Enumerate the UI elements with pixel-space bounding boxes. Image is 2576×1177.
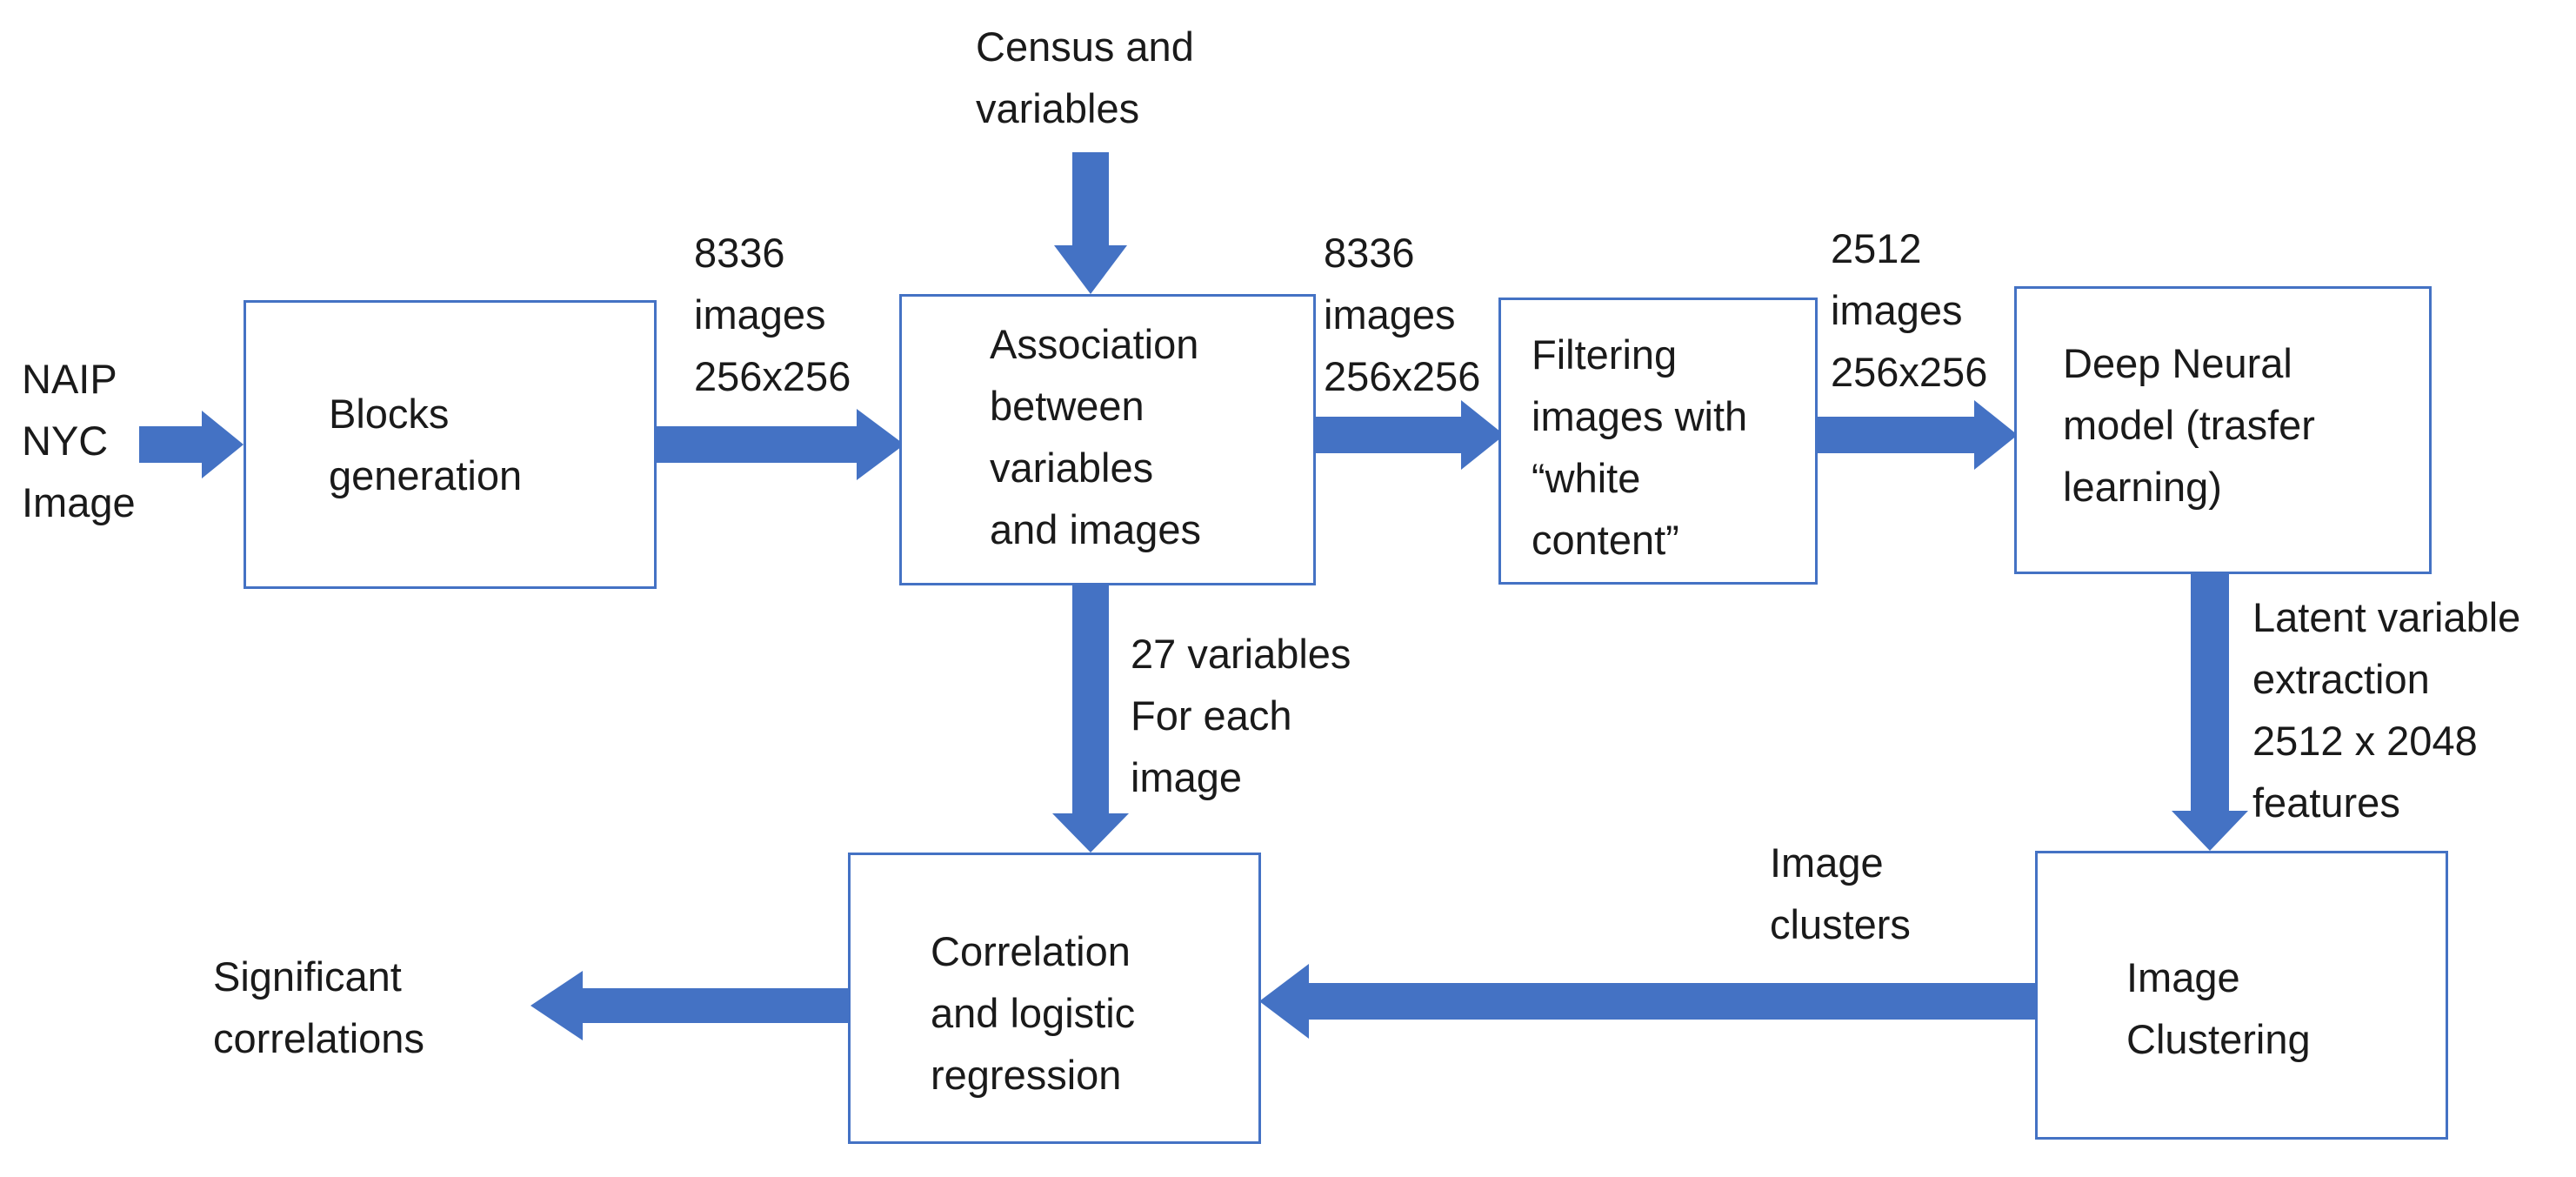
blocks-generation-box: [244, 300, 657, 589]
arrow-filtering-to-dnn: [1818, 400, 2018, 470]
arrow-census-to-association: [1054, 152, 1127, 294]
image-clustering-label: Image Clustering: [2126, 954, 2311, 1062]
edge-label-association-to-correlation: 27 variables For each image: [1131, 631, 1351, 800]
arrow-dnn-to-clustering: [2172, 574, 2248, 851]
image-clustering-box: [2035, 851, 2448, 1140]
edge-label-association-to-filtering: 8336 images 256x256: [1324, 230, 1481, 399]
census-label: Census and variables: [976, 23, 1194, 131]
association-label: Association between variables and images: [990, 321, 1201, 552]
arrow-correlation-to-output: [531, 971, 848, 1040]
correlation-label: Correlation and logistic regression: [931, 928, 1136, 1098]
edge-label-filtering-to-dnn: 2512 images 256x256: [1831, 225, 1988, 395]
arrow-association-to-filtering: [1316, 400, 1505, 470]
input-label: NAIP NYC Image: [22, 356, 136, 525]
filtering-box: [1498, 298, 1818, 585]
arrow-clustering-to-correlation: [1259, 964, 2035, 1039]
arrow-input-to-blocks: [139, 411, 244, 478]
deep-neural-model-box: [2014, 286, 2432, 574]
output-label: Significant correlations: [213, 953, 424, 1061]
deep-neural-model-label: Deep Neural model (trasfer learning): [2063, 340, 2315, 510]
edge-label-clustering-to-correlation: Image clusters: [1770, 839, 1911, 947]
arrow-blocks-to-association: [657, 409, 904, 480]
arrow-association-to-correlation: [1052, 585, 1129, 853]
edge-label-dnn-to-clustering: Latent variable extraction 2512 x 2048 f…: [2252, 594, 2521, 826]
filtering-label: Filtering images with “white content”: [1532, 331, 1748, 563]
association-box: [899, 294, 1316, 585]
blocks-generation-label: Blocks generation: [329, 391, 523, 498]
edge-label-blocks-to-association: 8336 images 256x256: [694, 230, 851, 399]
correlation-box: [848, 853, 1261, 1144]
